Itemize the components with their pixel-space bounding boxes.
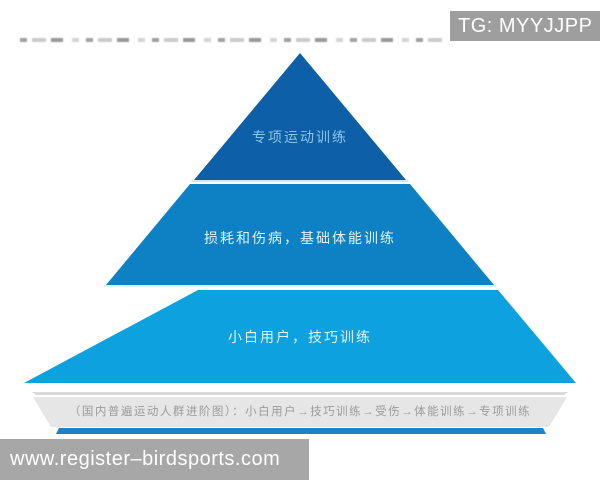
base-caption: （国内普遍运动人群进阶图）：小白用户→技巧训练→受伤→体能训练→专项训练 [68,406,532,418]
pyramid-tier-middle-label: 损耗和伤病，基础体能训练 [204,230,396,246]
watermark-url: www.register–birdsports.com [10,448,281,470]
watermark-bar: www.register–birdsports.com [0,439,309,480]
telegram-badge: TG: MYYJJPP [450,11,600,41]
pyramid-tier-top-label: 专项运动训练 [252,129,348,145]
pyramid-tier-bottom-label: 小白用户，技巧训练 [228,329,372,345]
clipped-text-remnant [20,38,445,42]
